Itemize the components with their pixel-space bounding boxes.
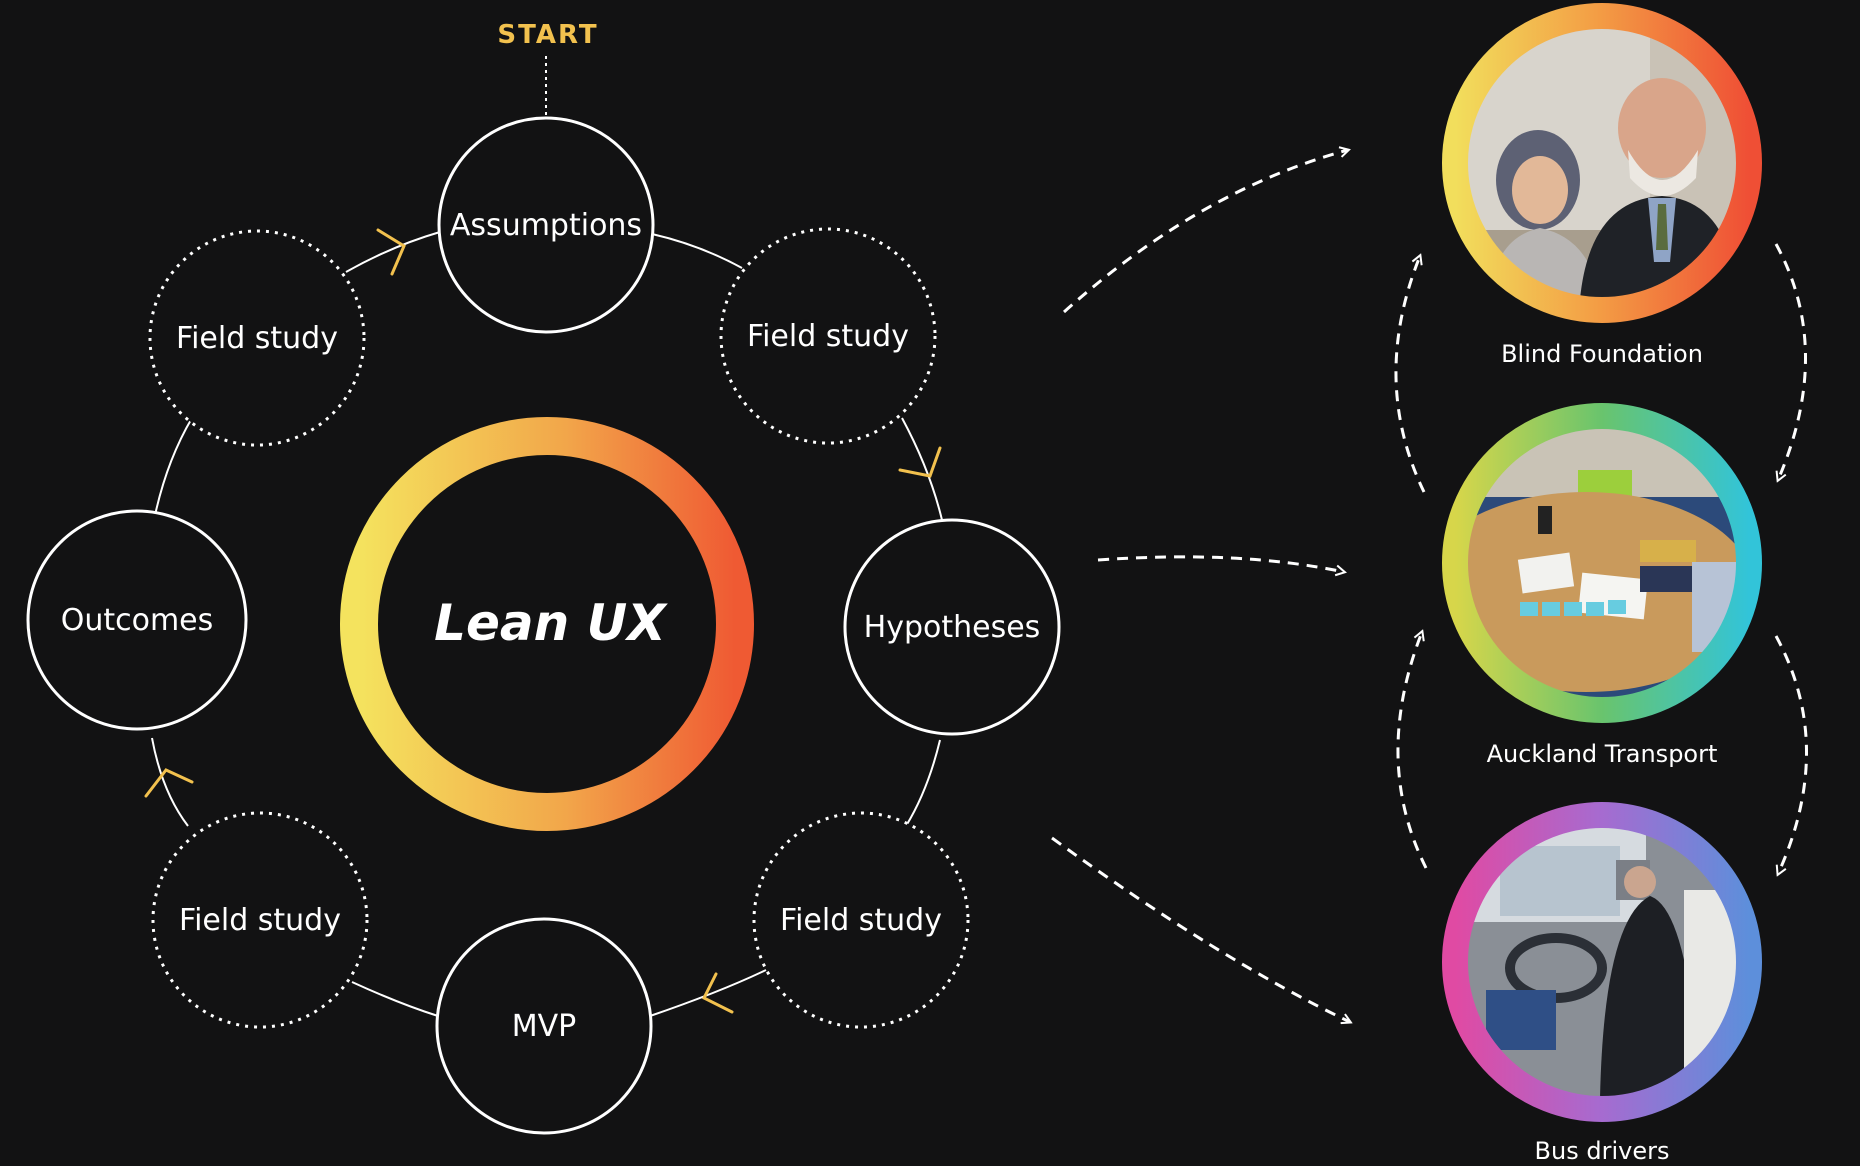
loop-right-lower bbox=[1774, 635, 1808, 874]
node-field-study-bottom-right: Field study bbox=[752, 811, 970, 1029]
node-hypotheses: Hypotheses bbox=[843, 518, 1061, 736]
node-label: Field study bbox=[179, 903, 341, 938]
stakeholder-ring bbox=[1442, 802, 1762, 1122]
center-ring bbox=[340, 417, 754, 831]
node-label: Assumptions bbox=[450, 208, 642, 243]
node-outcomes: Outcomes bbox=[26, 509, 248, 731]
stakeholder-bus-drivers: Bus drivers bbox=[1442, 802, 1762, 1165]
stakeholder-ring bbox=[1442, 403, 1762, 723]
node-label: Field study bbox=[780, 903, 942, 938]
node-label: Hypotheses bbox=[864, 610, 1041, 645]
center-title: Lean UX bbox=[434, 594, 668, 652]
node-field-study-top-right: Field study bbox=[719, 227, 937, 445]
stakeholder-blind-foundation: Blind Foundation bbox=[1442, 3, 1762, 368]
stakeholder-label: Bus drivers bbox=[1535, 1137, 1670, 1165]
cycle-chevrons bbox=[144, 228, 942, 1014]
meeting-table-photo bbox=[1466, 427, 1738, 699]
loop-left-lower bbox=[1396, 632, 1428, 869]
node-field-study-top-left: Field study bbox=[148, 229, 366, 447]
arrow-to-blind-foundation bbox=[1062, 150, 1348, 314]
node-label: Outcomes bbox=[61, 603, 214, 638]
bus-driver-photo bbox=[1466, 826, 1738, 1098]
stakeholder-label: Blind Foundation bbox=[1501, 340, 1703, 368]
stakeholder-ring bbox=[1442, 3, 1762, 323]
arrow-to-auckland-transport bbox=[1097, 555, 1344, 572]
node-mvp: MVP bbox=[435, 917, 653, 1135]
chevron-top-left-icon bbox=[376, 228, 406, 276]
stakeholder-label: Auckland Transport bbox=[1487, 740, 1718, 768]
chevron-right-upper-icon bbox=[898, 446, 942, 478]
loop-right-upper bbox=[1774, 243, 1807, 480]
stakeholder-auckland-transport: Auckland Transport bbox=[1442, 403, 1762, 768]
node-label: MVP bbox=[512, 1009, 577, 1044]
start-label: START bbox=[497, 20, 598, 50]
node-label: Field study bbox=[176, 321, 338, 356]
stakeholder-arrows bbox=[1051, 150, 1808, 1022]
loop-left-upper bbox=[1394, 256, 1426, 493]
chevron-left-lower-icon bbox=[144, 768, 194, 798]
cycle-connectors bbox=[151, 231, 943, 1017]
chevron-bottom-right-icon bbox=[701, 972, 734, 1014]
node-label: Field study bbox=[747, 319, 909, 354]
arrow-to-bus-drivers bbox=[1051, 836, 1350, 1022]
node-assumptions: Assumptions bbox=[437, 116, 655, 334]
node-field-study-bottom-left: Field study bbox=[151, 811, 369, 1029]
